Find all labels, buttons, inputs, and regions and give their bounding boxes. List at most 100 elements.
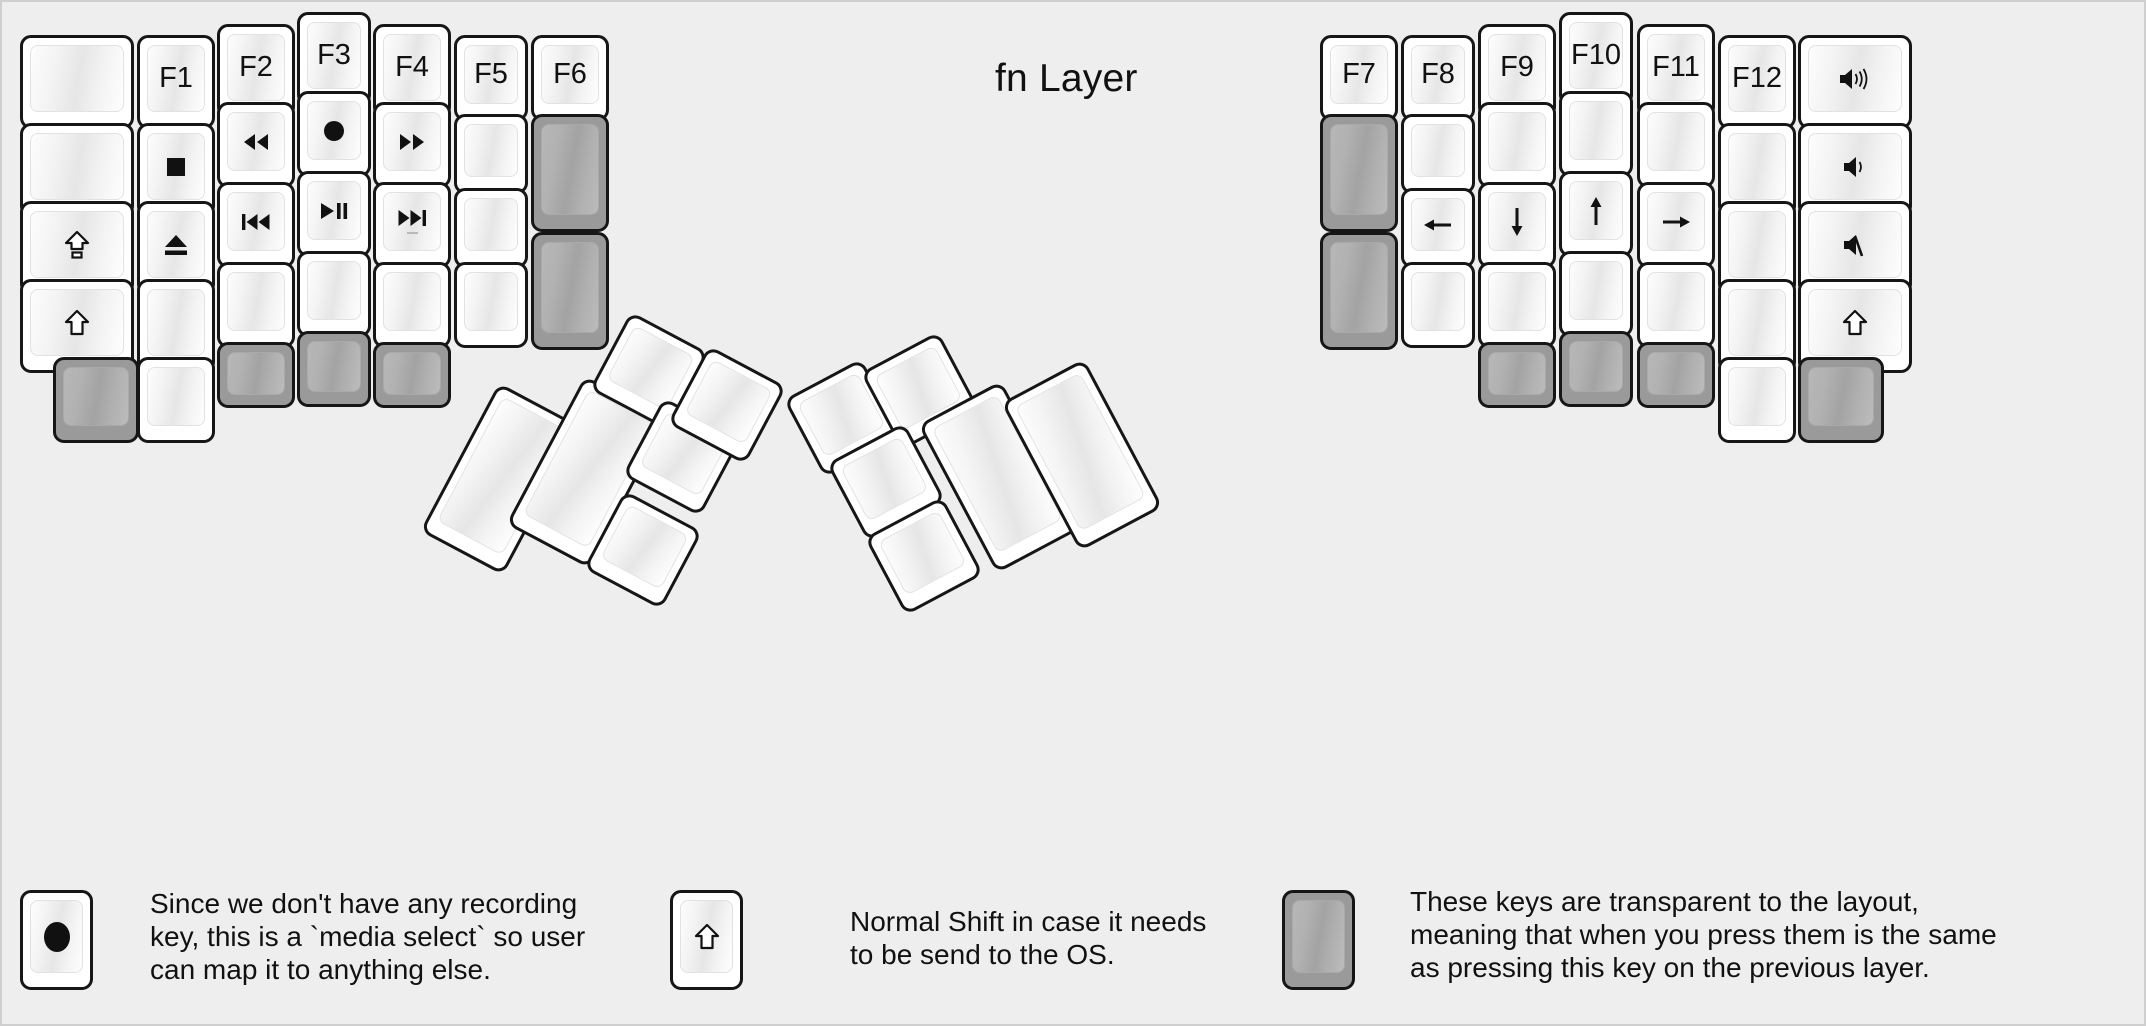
key-left-innermost-r1-f6[interactable]: F6: [531, 35, 609, 121]
key-right-inner-r4[interactable]: [1401, 262, 1475, 348]
key-right-index-r3-arrow-down[interactable]: [1478, 182, 1556, 268]
key-right-outer-r1-volume-up[interactable]: [1798, 35, 1912, 129]
keycap: [680, 900, 733, 973]
key-left-innermost-r2-transparent[interactable]: [531, 114, 609, 232]
keycap: [383, 272, 441, 331]
key-left-index-r3-next[interactable]: [373, 182, 451, 268]
key-right-middle-r3-arrow-up[interactable]: [1559, 171, 1633, 257]
keycap: [307, 101, 361, 160]
keycap: [227, 192, 285, 251]
key-right-middle-r5-transparent[interactable]: [1559, 331, 1633, 407]
keycap: [1488, 352, 1546, 395]
keycap: [1728, 367, 1786, 426]
keycap: [1292, 900, 1345, 973]
keycap: [1488, 272, 1546, 331]
shift-icon: [64, 309, 90, 337]
keycap: [1728, 133, 1786, 200]
key-left-middle-r1-f3[interactable]: F3: [297, 12, 371, 106]
caps-lock-icon: [64, 230, 90, 260]
key-right-pinky-r4[interactable]: [1718, 279, 1796, 373]
key-left-index-r5-transparent[interactable]: [373, 342, 451, 408]
keycap: [1330, 124, 1388, 215]
key-left-ring-r5-transparent[interactable]: [217, 342, 295, 408]
keycap: [1728, 211, 1786, 278]
key-right-pinky-r5[interactable]: [1718, 357, 1796, 443]
key-label: F11: [1652, 51, 1700, 83]
volume-up-icon: [1838, 66, 1872, 92]
key-left-ring-r4[interactable]: [217, 262, 295, 348]
key-left-innermost-r3-transparent[interactable]: [531, 232, 609, 350]
keycap: F9: [1488, 34, 1546, 101]
key-right-ring-r2[interactable]: [1637, 102, 1715, 188]
key-left-middle-r5-transparent[interactable]: [297, 331, 371, 407]
key-left-index-r2-fast-forward[interactable]: [373, 102, 451, 188]
keycap: [1569, 341, 1623, 392]
keycap: [1808, 289, 1902, 356]
key-left-ring-r2-rewind[interactable]: [217, 102, 295, 188]
key-right-innermost-r2-transparent[interactable]: [1320, 114, 1398, 232]
key-left-ring-r3-previous[interactable]: [217, 182, 295, 268]
keycap: F12: [1728, 45, 1786, 112]
keycap: [30, 289, 124, 356]
key-left-inner-r1-f5[interactable]: F5: [454, 35, 528, 121]
keycap: [1647, 112, 1705, 171]
keycap: [1808, 133, 1902, 200]
key-left-middle-r4[interactable]: [297, 251, 371, 337]
key-label: F3: [317, 39, 351, 71]
key-left-inner-r3[interactable]: [454, 188, 528, 268]
key-right-innermost-r3-transparent[interactable]: [1320, 232, 1398, 350]
keycap: F4: [383, 34, 441, 101]
keycap: [1411, 198, 1465, 251]
key-left-inner-r2[interactable]: [454, 114, 528, 194]
keycap: [1728, 289, 1786, 356]
key-label: F10: [1571, 39, 1621, 71]
key-right-inner-r3-arrow-left[interactable]: [1401, 188, 1475, 268]
key-right-inner-r1-f8[interactable]: F8: [1401, 35, 1475, 121]
key-left-middle-r2-record[interactable]: [297, 91, 371, 177]
keycap: F2: [227, 34, 285, 101]
key-right-outer-r5-transparent[interactable]: [1798, 357, 1884, 443]
key-right-pinky-r1-f12[interactable]: F12: [1718, 35, 1796, 129]
media-play-pause-icon: [319, 201, 349, 221]
key-left-outer-r1[interactable]: [20, 35, 134, 129]
key-right-inner-r2[interactable]: [1401, 114, 1475, 194]
key-right-index-r4[interactable]: [1478, 262, 1556, 348]
key-right-ring-r3-arrow-right[interactable]: [1637, 182, 1715, 268]
key-right-middle-r4[interactable]: [1559, 251, 1633, 337]
key-left-index-r4[interactable]: [373, 262, 451, 348]
key-right-ring-r4[interactable]: [1637, 262, 1715, 348]
keycap: [30, 211, 124, 278]
key-label: F4: [395, 51, 429, 83]
keycap: F10: [1569, 22, 1623, 89]
keycap: [227, 272, 285, 331]
keycap: F7: [1330, 45, 1388, 104]
key-left-pinky-r1-f1[interactable]: F1: [137, 35, 215, 129]
keycap: [307, 261, 361, 320]
key-right-middle-r1-f10[interactable]: F10: [1559, 12, 1633, 106]
key-right-innermost-r1-f7[interactable]: F7: [1320, 35, 1398, 121]
key-left-middle-r3-play-pause[interactable]: [297, 171, 371, 257]
keycap: [383, 112, 441, 171]
key-right-ring-r5-transparent[interactable]: [1637, 342, 1715, 408]
arrow-down-icon: [1506, 206, 1528, 238]
keycap: [30, 900, 83, 973]
key-left-outer-r5-transparent[interactable]: [53, 357, 139, 443]
keycap: [147, 289, 205, 356]
keycap: [600, 504, 689, 590]
key-right-index-r2[interactable]: [1478, 102, 1556, 188]
key-right-index-r5-transparent[interactable]: [1478, 342, 1556, 408]
legend-key-transparent: [1282, 890, 1355, 990]
keycap: [147, 133, 205, 200]
keycap: [541, 124, 599, 215]
media-next-icon: [396, 208, 428, 236]
keycap: [147, 367, 205, 426]
keycap: [383, 192, 441, 251]
keycap: [1411, 124, 1465, 177]
volume-mute-icon: [1842, 232, 1868, 258]
keycap: [1647, 352, 1705, 395]
keycap: [307, 181, 361, 240]
key-right-middle-r2[interactable]: [1559, 91, 1633, 177]
key-left-inner-r4[interactable]: [454, 262, 528, 348]
media-rewind-icon: [241, 132, 271, 152]
key-left-pinky-r5[interactable]: [137, 357, 215, 443]
